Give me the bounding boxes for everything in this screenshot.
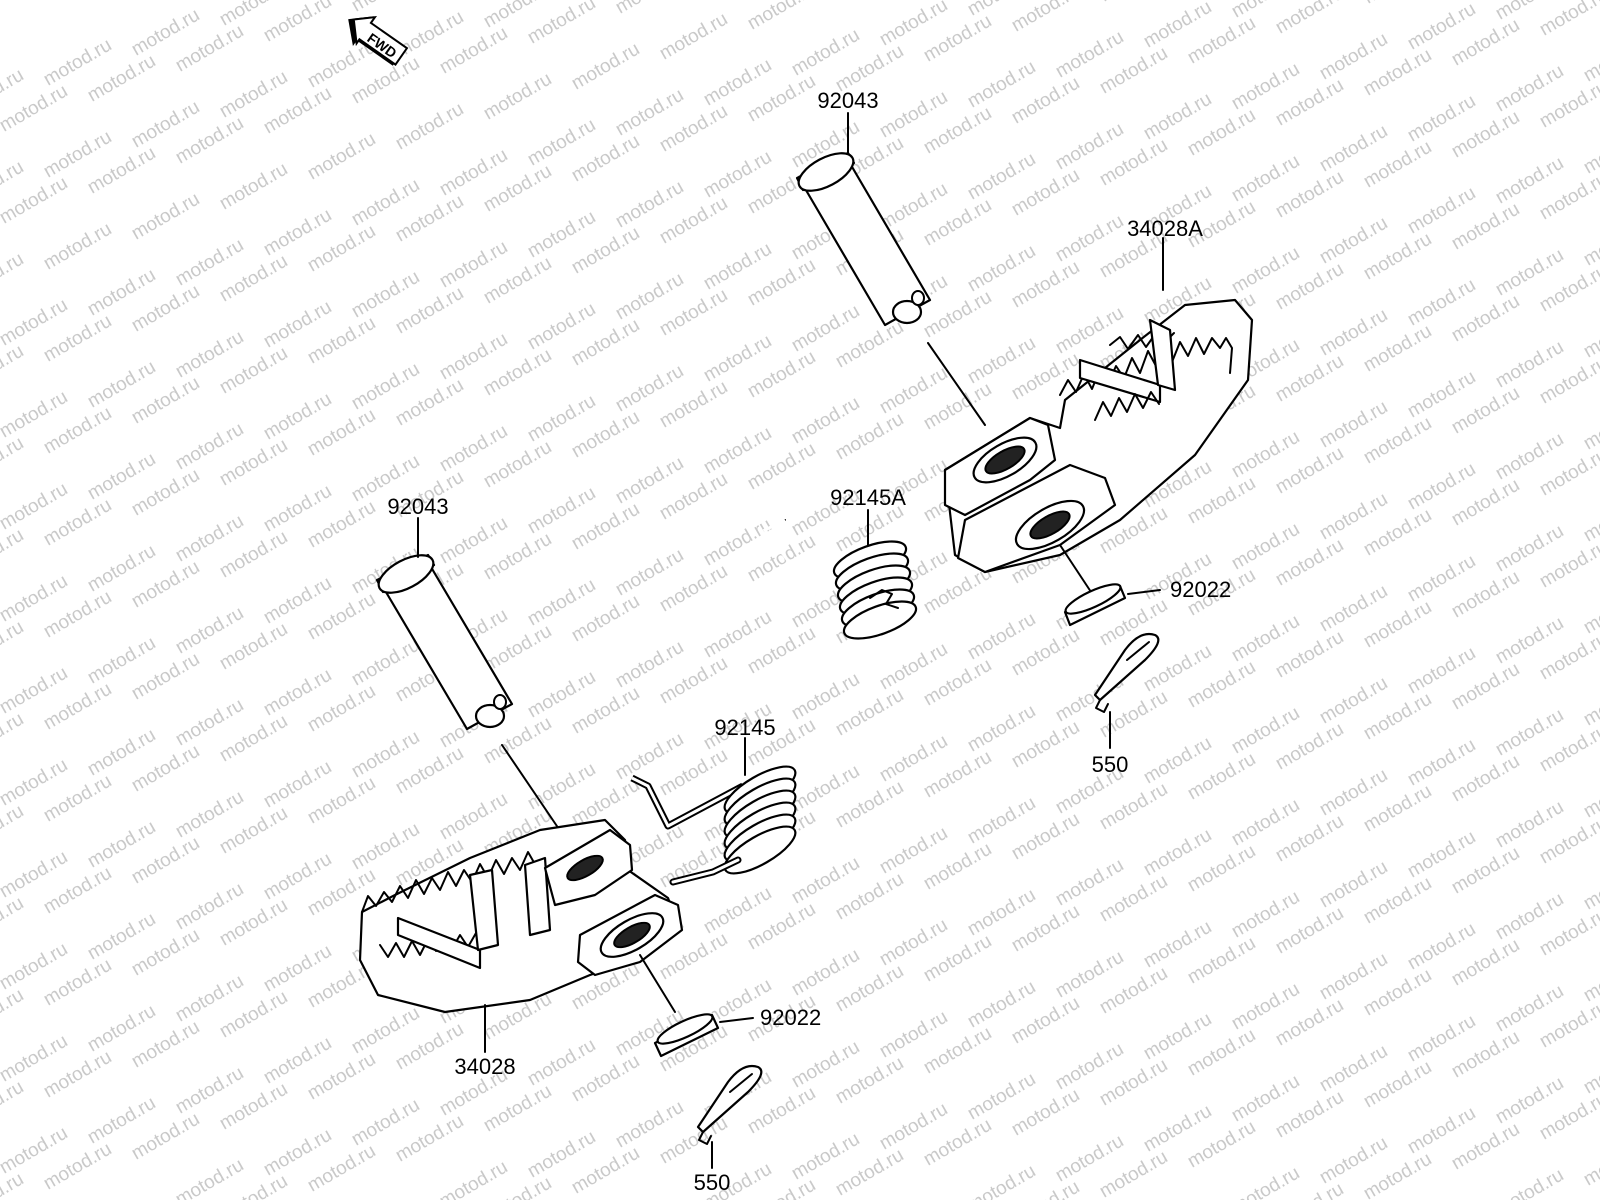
watermark-text: motod.ru (1492, 1165, 1567, 1200)
watermark-text: motod.ru (0, 801, 27, 857)
watermark-text: motod.ru (656, 9, 731, 65)
watermark-text: motod.ru (0, 249, 27, 305)
label-pin-lower: 92043 (387, 494, 448, 519)
label-footpeg-left: 34028 (454, 1054, 515, 1079)
watermark-text: motod.ru (1272, 0, 1347, 38)
watermark-text: motod.ru (392, 99, 467, 155)
label-washer-right: 92022 (1170, 577, 1231, 602)
watermark-text: motod.ru (304, 129, 379, 185)
clevis-pin-upper (795, 151, 932, 327)
watermark-text: motod.ru (0, 433, 27, 489)
watermark-text: motod.ru (1008, 0, 1083, 36)
label-cotter-left: 550 (694, 1170, 731, 1195)
watermark-text: motod.ru (0, 709, 27, 765)
watermark-text: motod.ru (0, 617, 27, 673)
watermark-text: motod.ru (216, 159, 291, 215)
washer-left (653, 1013, 720, 1058)
watermark-text: motod.ru (0, 893, 27, 949)
footpeg-right (943, 298, 1254, 574)
watermark-text: motod.ru (436, 1157, 511, 1200)
watermark-text: motod.ru (612, 0, 687, 18)
watermark-text: motod.ru (964, 1161, 1039, 1200)
label-cotter-right: 550 (1092, 752, 1129, 777)
watermark-text: motod.ru (0, 985, 27, 1041)
torsion-spring-right (762, 518, 918, 640)
watermark-text: motod.ru (524, 0, 599, 48)
watermark-text: motod.ru (1096, 0, 1171, 6)
label-spring-right: 92145A (830, 485, 906, 510)
label-washer-left: 92022 (760, 1005, 821, 1030)
watermark-text: motod.ru (1360, 0, 1435, 8)
watermark-text: motod.ru (0, 341, 27, 397)
watermark-text: motod.ru (260, 0, 335, 46)
watermark-text: motod.ru (40, 219, 115, 275)
label-footpeg-right: 34028A (1127, 216, 1203, 241)
watermark-text: motod.ru (1536, 0, 1600, 40)
washer-right (1063, 583, 1127, 627)
label-spring-left: 92145 (714, 715, 775, 740)
watermark-text: motod.ru (128, 189, 203, 245)
watermark-text: motod.ru (172, 1155, 247, 1200)
watermark-text: motod.ru (0, 525, 27, 581)
watermark-text: motod.ru (568, 39, 643, 95)
watermark-text: motod.ru (348, 0, 423, 16)
footpeg-left (358, 818, 684, 1014)
watermark-text: motod.ru (1580, 1135, 1600, 1191)
watermark-text: motod.ru (1228, 1163, 1303, 1200)
torsion-spring-left (630, 765, 797, 886)
cotter-pin-right (1093, 632, 1160, 713)
watermark-text: motod.ru (0, 1077, 27, 1133)
watermark-text: motod.ru (744, 0, 819, 34)
watermark-text: motod.ru (480, 69, 555, 125)
label-pin-upper: 92043 (817, 88, 878, 113)
cotter-pin-left (696, 1064, 763, 1145)
watermark-text: motod.ru (832, 0, 907, 4)
clevis-pin-lower (375, 553, 514, 731)
